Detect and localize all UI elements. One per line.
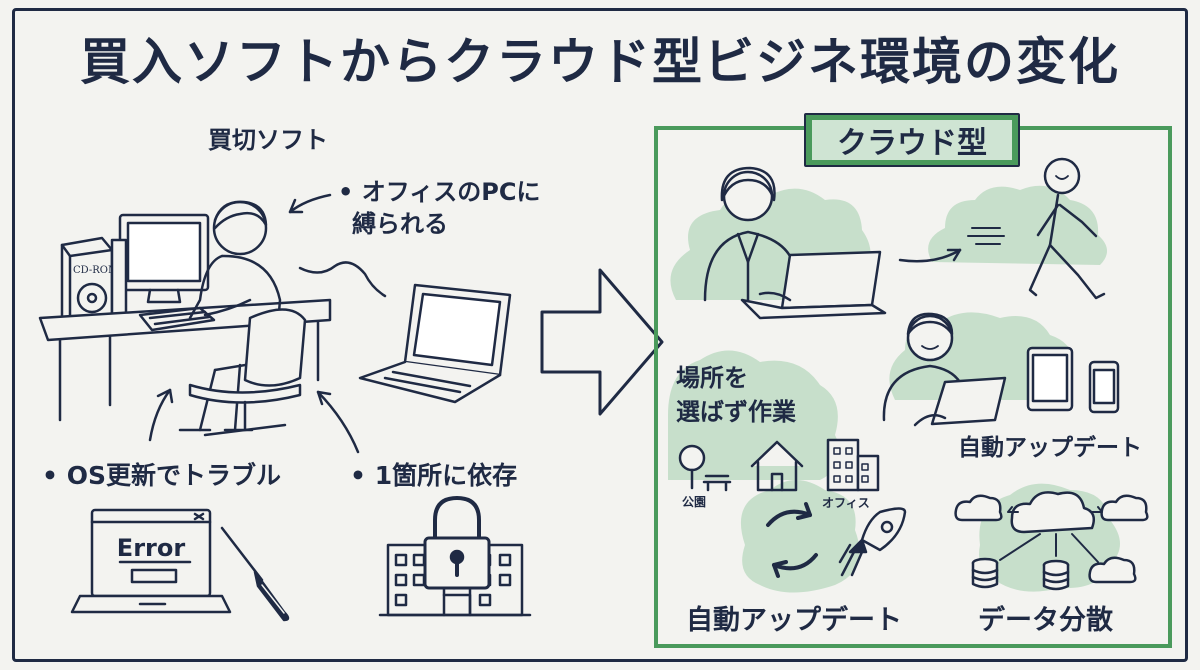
- error-laptop-icon: [70, 508, 232, 614]
- laptop-icon: [358, 283, 512, 404]
- screwdriver-icon: [220, 526, 290, 622]
- auto-update-label-bottom: 自動アップデート: [686, 605, 902, 636]
- transition-arrow: [540, 268, 664, 416]
- cloud-heading: クラウド型: [812, 120, 1012, 161]
- left-heading: 買切ソフト: [208, 126, 328, 154]
- tablet-laptop-icon: [913, 376, 1007, 427]
- outer-frame: [12, 8, 1188, 662]
- arrow-to-chair: [316, 390, 360, 454]
- motion-arrow: [898, 227, 1005, 263]
- rocket-icon: [838, 507, 907, 577]
- walking-person-icon: [1028, 157, 1106, 300]
- connection-arrows: [999, 506, 1103, 563]
- tablet-icon: [1026, 346, 1074, 412]
- office-building-icon: [826, 438, 880, 492]
- park-label: 公園: [682, 495, 707, 509]
- os-update-trouble: OS更新でトラブル: [42, 456, 281, 492]
- page-title: 買入ソフトからクラウド型ビジネ環境の変化: [80, 33, 1120, 91]
- distributed-cloud-icon: [954, 491, 1149, 584]
- cd-rom-box-icon: [60, 236, 114, 338]
- database-icon: [971, 557, 1070, 591]
- arrow-to-person: [288, 193, 332, 214]
- cloud-heading-box: クラウド型: [804, 113, 1020, 167]
- single-location-dependency: 1箇所に依存: [350, 456, 517, 492]
- anywhere-line2: 選ばず作業: [676, 398, 796, 426]
- squiggle-line: [298, 261, 387, 298]
- smartphone-icon: [1088, 360, 1120, 414]
- house-icon: [750, 440, 804, 492]
- laptop-work-icon: [740, 250, 887, 320]
- office-label: オフィス: [822, 496, 870, 510]
- locked-building-icon: [378, 496, 532, 617]
- office-chair-icon: [188, 308, 307, 437]
- keyboard-icon: [138, 306, 216, 332]
- monitor-icon: [110, 213, 210, 327]
- businessperson-icon: [703, 166, 797, 302]
- auto-update-label-top: 自動アップデート: [958, 435, 1142, 461]
- error-text: Error: [117, 534, 186, 562]
- sync-arrows-icon: [766, 502, 818, 578]
- anywhere-line1: 場所を: [676, 364, 748, 392]
- arrow-to-desk: [148, 388, 174, 442]
- office-pc-line1: オフィスのPCに: [338, 172, 541, 207]
- data-distribution-label: データ分散: [978, 605, 1113, 636]
- office-pc-line2: 縛られる: [352, 210, 448, 238]
- park-icon: [678, 444, 732, 492]
- cd-rom-text: CD-ROM: [73, 265, 118, 276]
